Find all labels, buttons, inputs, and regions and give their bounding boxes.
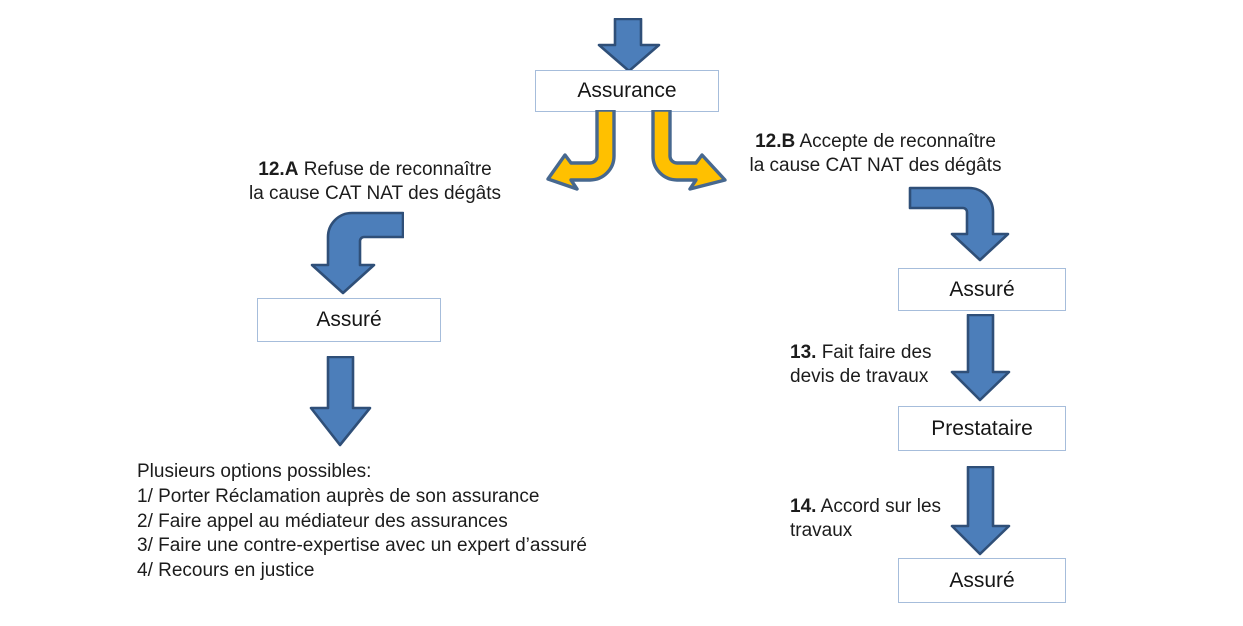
node-assure-right: Assuré (898, 268, 1066, 311)
node-prestataire-label: Prestataire (931, 416, 1033, 440)
branch-12b-line1: 12.B Accepte de reconnaître (755, 131, 996, 152)
step-13-line2: devis de travaux (790, 366, 929, 387)
bent-arrow-down-left-icon (310, 211, 404, 295)
branch-12a-line2: la cause CAT NAT des dégâts (248, 183, 502, 204)
node-assure-right-label: Assuré (949, 277, 1015, 301)
branch-12b-label: 12.B Accepte de reconnaître la cause CAT… (733, 130, 1018, 178)
node-assure-left-label: Assuré (316, 308, 382, 331)
node-assure-left: Assuré (257, 298, 441, 342)
branch-12b-line2: la cause CAT NAT des dégâts (749, 155, 1002, 176)
step-14-line1: 14. Accord sur les (790, 496, 942, 517)
option-item-1: 1/ Porter Réclamation auprès de son assu… (137, 485, 540, 507)
option-item-2: 2/ Faire appel au médiateur des assuranc… (137, 510, 508, 532)
option-item-4: 4/ Recours en justice (137, 560, 315, 582)
option-item-3: 3/ Faire une contre-expertise avec un ex… (137, 535, 587, 557)
down-arrow-icon (597, 18, 661, 73)
node-assure-final: Assuré (898, 558, 1066, 603)
node-assurance-label: Assurance (577, 79, 677, 102)
branch-12a-label: 12.A Refuse de reconnaître la cause CAT … (230, 158, 520, 206)
node-prestataire: Prestataire (898, 406, 1066, 451)
step-14-line2: travaux (790, 520, 853, 541)
down-arrow-icon (309, 356, 372, 447)
curved-arrow-left-icon (546, 110, 616, 191)
node-assurance: Assurance (535, 70, 719, 112)
down-arrow-icon (950, 466, 1011, 556)
node-assure-final-label: Assuré (949, 568, 1015, 592)
step-14-label: 14. Accord sur les travaux (790, 495, 941, 543)
options-list: Plusieurs options possibles: 1/ Porter R… (137, 460, 587, 584)
step-13-label: 13. Fait faire des devis de travaux (790, 341, 932, 389)
options-title: Plusieurs options possibles: (137, 461, 372, 482)
bent-arrow-down-right-icon (908, 186, 1010, 262)
down-arrow-icon (950, 314, 1011, 402)
curved-arrow-right-icon (651, 110, 727, 191)
branch-12a-line1: 12.A Refuse de reconnaître (258, 159, 492, 180)
step-13-line1: 13. Fait faire des (790, 342, 932, 363)
